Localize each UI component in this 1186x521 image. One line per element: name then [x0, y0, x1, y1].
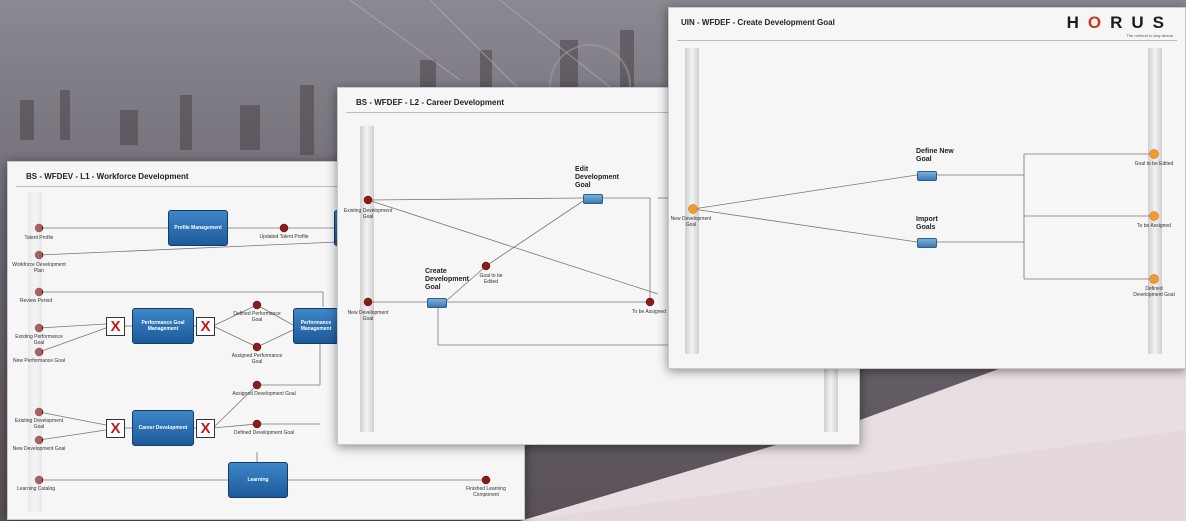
edit-goal-label: Edit Development Goal: [575, 166, 619, 189]
create-development-goal-panel[interactable]: UIN - WFDEF - Create Development Goal HO…: [668, 7, 1186, 369]
event-label: New Development Goal: [347, 310, 389, 322]
profile-management-box[interactable]: Profile Management: [168, 210, 228, 246]
divider: [346, 112, 851, 113]
event-label: To be Assigned: [1137, 223, 1171, 229]
event-label: Defined Development Goal: [233, 430, 295, 436]
event-label: New Development Goal: [12, 446, 66, 452]
swimlane: [685, 48, 699, 354]
event-label: Talent Profile: [24, 235, 54, 241]
connectors: [363, 195, 668, 346]
event-label: Assigned Development Goal: [232, 391, 296, 397]
event-label: Existing Development Goal: [14, 418, 64, 430]
event-label: Finished Learning Component: [466, 486, 506, 498]
event-label: Learning Catalog: [16, 486, 56, 492]
event-label: Defined Development Goal: [1133, 286, 1175, 298]
create-goal-label: Create Development Goal: [425, 268, 469, 291]
divider: [16, 186, 516, 187]
panel-title: BS - WFDEV - L1 - Workforce Development: [26, 172, 189, 181]
exclusive-gateway-icon[interactable]: X: [196, 419, 215, 438]
event-label: Assigned Performance Goal: [231, 353, 283, 365]
define-task-box[interactable]: [917, 171, 937, 181]
create-task-box[interactable]: [427, 298, 447, 308]
event-label: New Development Goal: [670, 216, 712, 228]
divider: [677, 40, 1177, 41]
learning-box[interactable]: Learning: [228, 462, 288, 498]
event-label: Updated Talent Profile: [259, 234, 309, 240]
performance-management-box[interactable]: Performance Management: [293, 308, 339, 344]
event-label: Existing Development Goal: [343, 208, 393, 220]
event-label: Workforce Development Plan: [12, 262, 66, 274]
connectors: [688, 149, 1159, 284]
event-label: New Performance Goal: [13, 358, 65, 364]
panel-title: BS - WFDEF - L2 - Career Development: [356, 98, 505, 107]
performance-goal-management-box[interactable]: Performance Goal Management: [132, 308, 194, 344]
connectors: [34, 223, 491, 485]
import-task-box[interactable]: [917, 238, 937, 248]
horus-logo: HORUS: [1066, 13, 1173, 32]
event-label: Goal to be Edited: [479, 273, 503, 285]
import-goals-label: Import Goals: [916, 216, 938, 231]
event-label: Goal to be Edited: [1134, 161, 1174, 167]
event-label: Review Period: [19, 298, 53, 304]
event-label: Existing Performance Goal: [15, 334, 63, 346]
event-label: To be Assigned: [632, 309, 666, 315]
exclusive-gateway-icon[interactable]: X: [196, 317, 215, 336]
define-goal-label: Define New Goal: [916, 148, 954, 163]
panel-title: UIN - WFDEF - Create Development Goal: [681, 18, 835, 27]
career-development-box[interactable]: Career Development: [132, 410, 194, 446]
edit-task-box[interactable]: [583, 194, 603, 204]
swimlane: [28, 192, 42, 512]
exclusive-gateway-icon[interactable]: X: [106, 419, 125, 438]
swimlane: [824, 348, 838, 432]
event-label: Defined Performance Goal: [233, 311, 281, 323]
logo-tagline: The method to stay ahead: [1126, 33, 1173, 38]
exclusive-gateway-icon[interactable]: X: [106, 317, 125, 336]
